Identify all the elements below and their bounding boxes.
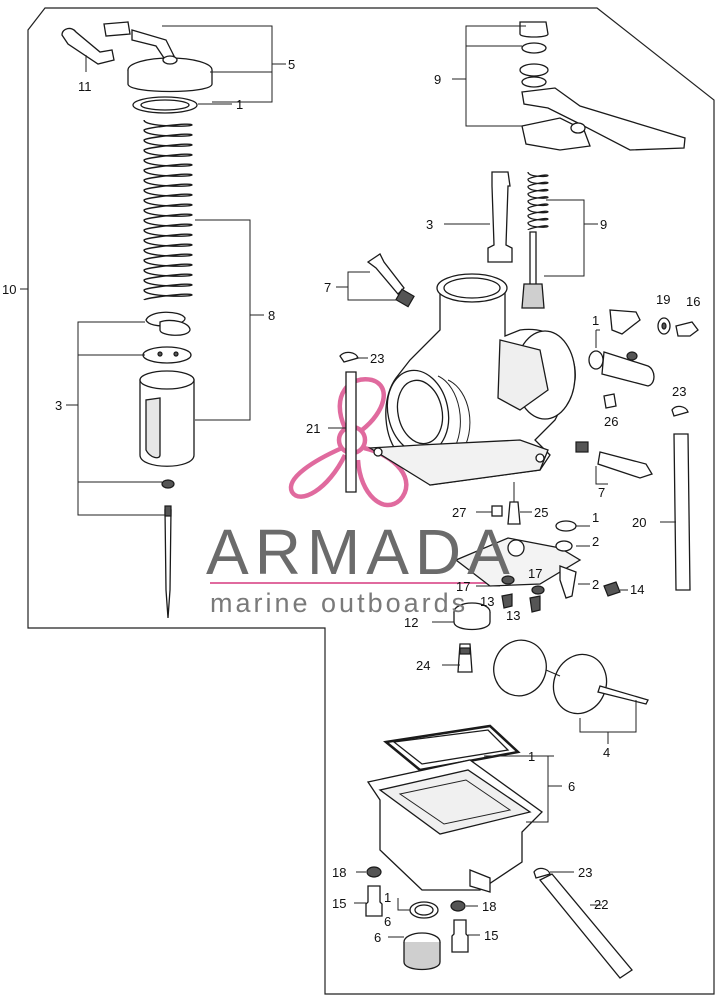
callout: 15 [484, 928, 498, 943]
part-18-washer-right [450, 900, 466, 912]
part-12-air-jet-holder [453, 602, 491, 631]
callout: 3 [426, 217, 433, 232]
callout: 22 [594, 897, 608, 912]
callout: 3 [55, 398, 62, 413]
callout: 12 [404, 615, 418, 630]
part-2-float-valve-seat-plate [454, 537, 582, 599]
callout: 27 [452, 505, 466, 520]
callout: 2 [592, 534, 599, 549]
callout: 4 [603, 745, 610, 760]
part-13-jets [501, 593, 541, 613]
callout: 19 [656, 292, 670, 307]
watermark-subtitle: marine outboards [210, 588, 469, 618]
callout: 1 [236, 97, 243, 112]
callout: 9 [434, 72, 441, 87]
part-1-choke-assembly [588, 309, 655, 387]
part-8-throttle-slide [139, 370, 195, 467]
part-3-needle [161, 479, 175, 619]
part-20-fuel-hose [673, 433, 691, 591]
callout: 21 [306, 421, 320, 436]
callout: 23 [672, 384, 686, 399]
callout: 10 [2, 282, 16, 297]
callout: 1 [384, 890, 391, 905]
part-23-clip-upper [339, 351, 359, 363]
callout: 14 [630, 582, 644, 597]
part-3-clip-retainer [142, 311, 192, 364]
callout: 1 [592, 313, 599, 328]
callout: 6 [568, 779, 575, 794]
part-17-washers [501, 575, 545, 595]
assembly-boundary [27, 7, 715, 995]
callout: 18 [332, 865, 346, 880]
callout: 2 [592, 577, 599, 592]
part-8-throttle-spring [143, 119, 193, 301]
callout: 24 [416, 658, 430, 673]
callout: 17 [528, 566, 542, 581]
part-6-float-bowl [366, 759, 543, 893]
callout: 26 [604, 414, 618, 429]
part-21-vent-tube [345, 371, 357, 493]
part-24-main-jet [457, 643, 473, 673]
callout: 15 [332, 896, 346, 911]
part-1-float-chamber-gasket-small [555, 520, 577, 532]
part-22-drain-hose [538, 873, 633, 979]
watermark-brand: ARMADA [206, 516, 516, 588]
callout: 5 [288, 57, 295, 72]
part-7-float-bowl-screw [597, 451, 653, 479]
part-1-float-bowl-gasket [383, 724, 521, 772]
callout: 8 [268, 308, 275, 323]
part-25-pilot-jet [507, 482, 521, 525]
part-7-throttle-stop-screw [366, 253, 415, 308]
part-9-pilot-screw-spring [521, 171, 549, 309]
part-9-throttle-lever [519, 21, 686, 151]
part-3-jet-needle-holder [487, 171, 513, 263]
part-6-drain-plug [403, 932, 441, 971]
part-23-clip-right [671, 405, 689, 417]
callout: 11 [78, 79, 92, 94]
part-23-clip-lower [533, 867, 551, 879]
callout: 17 [456, 579, 470, 594]
part-19-washer [657, 317, 671, 335]
callout: 7 [324, 280, 331, 295]
callout-labels: 5 1 11 9 3 9 10 7 8 23 1 19 16 3 21 26 2… [2, 57, 700, 945]
callout: 25 [534, 505, 548, 520]
callout: 18 [482, 899, 496, 914]
part-6-drain-plug-gasket [409, 901, 439, 919]
part-5-top-cap [103, 21, 213, 93]
callout: 13 [506, 608, 520, 623]
part-27-jet [491, 505, 503, 517]
callout: 6 [374, 930, 381, 945]
callout: 16 [686, 294, 700, 309]
callout: 23 [370, 351, 384, 366]
part-16-bolt [675, 321, 699, 337]
part-15-drain-screw-left [365, 885, 383, 917]
part-15-drain-screw-right [451, 919, 469, 953]
callout: 7 [598, 485, 605, 500]
callout: 20 [632, 515, 646, 530]
part-18-washer-left [366, 866, 382, 878]
callout: 13 [480, 594, 494, 609]
callout: 1 [592, 510, 599, 525]
part-14-screw [603, 581, 621, 597]
callout: 9 [600, 217, 607, 232]
callout: 1 [528, 749, 535, 764]
part-26-bracket [603, 393, 617, 409]
carburetor-main-body [367, 273, 589, 486]
callout: 23 [578, 865, 592, 880]
part-11-fuel-elbow [61, 27, 115, 65]
callout: 6 [384, 914, 391, 929]
part-1-cap-gasket [132, 96, 198, 114]
part-4-float [493, 639, 649, 715]
